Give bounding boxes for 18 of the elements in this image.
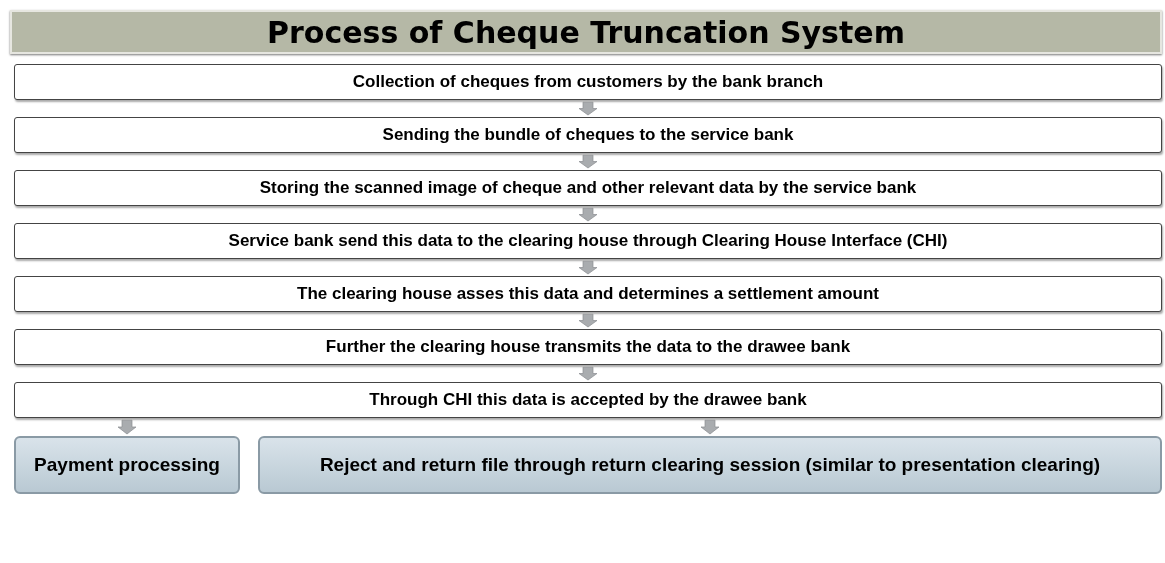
block-arrow: [117, 419, 137, 435]
block-arrow: [578, 207, 598, 222]
process-box: Through CHI this data is accepted by the drawee bank: [14, 382, 1162, 418]
outcome-box: Payment processing: [14, 436, 240, 494]
block-arrow: [578, 101, 598, 116]
process-box: Storing the scanned image of cheque and other relevant data by the service bank: [14, 170, 1162, 206]
block-arrow: [578, 366, 598, 381]
process-box: Collection of cheques from customers by the bank branch: [14, 64, 1162, 100]
process-box: Further the clearing house transmits the data to the drawee bank: [14, 329, 1162, 365]
outcome-box: Reject and return file through return clearing session (similar to presentation clearing): [258, 436, 1162, 494]
process-box: The clearing house asses this data and determines a settlement amount: [14, 276, 1162, 312]
block-arrow: [700, 419, 720, 435]
process-box: Service bank send this data to the clearing house through Clearing House Interface (CHI): [14, 223, 1162, 259]
block-arrow: [578, 154, 598, 169]
block-arrow: [578, 313, 598, 328]
block-arrow: [578, 260, 598, 275]
title-banner: Process of Cheque Truncation System: [10, 10, 1162, 54]
process-box: Sending the bundle of cheques to the service bank: [14, 117, 1162, 153]
